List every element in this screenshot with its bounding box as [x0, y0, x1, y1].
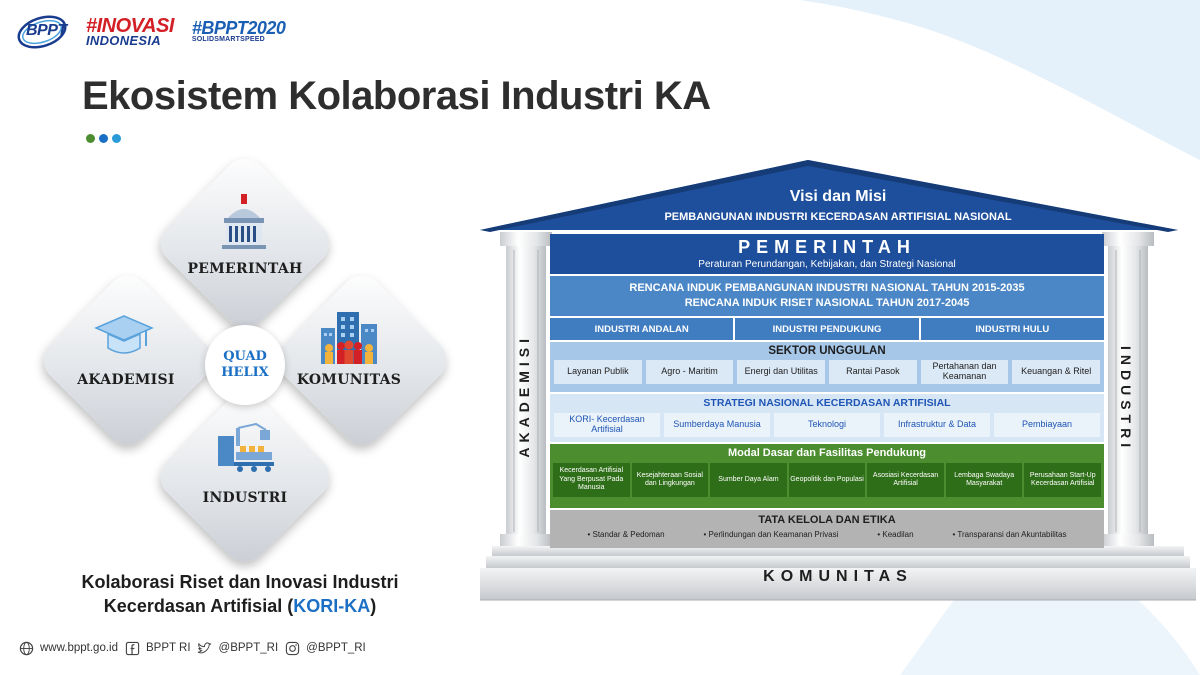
- strategi-cell: Pembiayaan: [994, 413, 1100, 437]
- house-structure: [480, 160, 1196, 601]
- instagram-link[interactable]: @BPPT_RI: [306, 642, 366, 654]
- footer-social: www.bppt.go.id BPPT RI @BPPT_RI @BPPT_RI: [18, 640, 366, 656]
- factory-icon: [216, 422, 276, 479]
- strategi-nasional-panel: STRATEGI NASIONAL KECERDASAN ARTIFISIAL …: [550, 394, 1104, 442]
- house-diagram: Visi dan Misi PEMBANGUNAN INDUSTRI KECER…: [478, 160, 1198, 610]
- pillar-akademisi: AKADEMISI: [516, 334, 532, 458]
- modal-cell: Kesejahteraan Sosial dan Lingkungan: [631, 463, 709, 497]
- twitter-link[interactable]: @BPPT_RI: [218, 642, 279, 654]
- inovasi-indonesia-logo: #INOVASI INDONESIA: [86, 15, 174, 49]
- tata-item: • Keadilan: [877, 530, 914, 539]
- twitter-icon: [197, 640, 213, 656]
- strategi-cell: Infrastruktur & Data: [884, 413, 990, 437]
- rencana-induk-panel: RENCANA INDUK PEMBANGUNAN INDUSTRI NASIO…: [550, 276, 1104, 316]
- website-link[interactable]: www.bppt.go.id: [40, 642, 118, 654]
- pemerintah-panel: PEMERINTAH Peraturan Perundangan, Kebija…: [550, 234, 1104, 274]
- city-people-icon: [319, 310, 379, 373]
- sektor-cell: Energi dan Utilitas: [737, 360, 826, 384]
- bppt2020-logo: #BPPT2020 SOLIDSMARTSPEED: [191, 18, 286, 44]
- tata-kelola-panel: TATA KELOLA DAN ETIKA • Standar & Pedoma…: [550, 510, 1104, 548]
- modal-cell: Asosiasi Kecerdasan Artifisial: [867, 463, 944, 497]
- industri-row: INDUSTRI ANDALAN INDUSTRI PENDUKUNG INDU…: [550, 318, 1104, 340]
- modal-dasar-panel: Modal Dasar dan Fasilitas Pendukung Kece…: [550, 444, 1104, 508]
- sektor-cell: Layanan Publik: [554, 360, 642, 384]
- modal-cell: Lembaga Swadaya Masyarakat: [945, 463, 1023, 497]
- label-pemerintah: PEMERINTAH: [187, 261, 303, 277]
- strategi-cell: Teknologi: [774, 413, 880, 437]
- label-industri: INDUSTRI: [202, 490, 288, 506]
- base-komunitas: KOMUNITAS: [763, 568, 913, 585]
- industri-cell: INDUSTRI ANDALAN: [550, 318, 734, 340]
- tata-item: • Transparansi dan Akuntabilitas: [952, 530, 1067, 539]
- page-title: Ekosistem Kolaborasi Industri KA: [82, 74, 711, 118]
- tata-item: • Standar & Pedoman: [587, 530, 665, 539]
- sektor-cell: Rantai Pasok: [829, 360, 917, 384]
- industri-cell: INDUSTRI PENDUKUNG: [735, 318, 919, 340]
- modal-cell: Sumber Daya Alam: [710, 463, 787, 497]
- quad-helix-diagram: PEMERINTAH AKADEMISI: [34, 149, 456, 571]
- title-dots: [86, 134, 121, 143]
- pillar-industri: INDUSTRI: [1118, 346, 1134, 453]
- facebook-link[interactable]: BPPT RI: [146, 642, 191, 654]
- instagram-icon: [284, 640, 300, 656]
- graduation-cap-icon: [94, 310, 154, 365]
- tata-item: • Perlindungan dan Keamanan Privasi: [703, 530, 839, 539]
- industri-cell: INDUSTRI HULU: [920, 318, 1104, 340]
- sektor-cell: Pertahanan dan Keamanan: [920, 360, 1009, 384]
- label-akademisi: AKADEMISI: [77, 372, 175, 388]
- roof-title: Visi dan Misi: [789, 188, 887, 205]
- bppt-logo: BPPT: [16, 12, 68, 52]
- sektor-unggulan-panel: SEKTOR UNGGULAN Layanan Publik Agro - Ma…: [550, 342, 1104, 392]
- sektor-cell: Agro - Maritim: [645, 360, 734, 384]
- sektor-cell: Keuangan & Ritel: [1012, 360, 1101, 384]
- bppt-logo-text: BPPT: [26, 22, 67, 39]
- modal-cell: Perusahaan Start-Up Kecerdasan Artifisia…: [1024, 463, 1102, 497]
- modal-cell: Kecerdasan Artifisial Yang Berpusat Pada…: [553, 463, 630, 497]
- header-logos: BPPT #INOVASI INDONESIA #BPPT2020 SOLIDS…: [16, 10, 286, 54]
- caption: Kolaborasi Riset dan Inovasi Industri Ke…: [81, 572, 399, 617]
- globe-icon: [18, 640, 34, 656]
- government-building-icon: [214, 192, 274, 257]
- facebook-icon: [124, 640, 140, 656]
- roof-subtitle: PEMBANGUNAN INDUSTRI KECERDASAN ARTIFISI…: [664, 211, 1012, 223]
- modal-cell: Geopolitik dan Populasi: [788, 463, 866, 497]
- quad-helix-center: QUAD HELIX: [205, 325, 285, 405]
- strategi-cell: Sumberdaya Manusia: [664, 413, 770, 437]
- strategi-cell: KORI- Kecerdasan Artifisial: [554, 413, 660, 437]
- label-komunitas: KOMUNITAS: [296, 372, 402, 388]
